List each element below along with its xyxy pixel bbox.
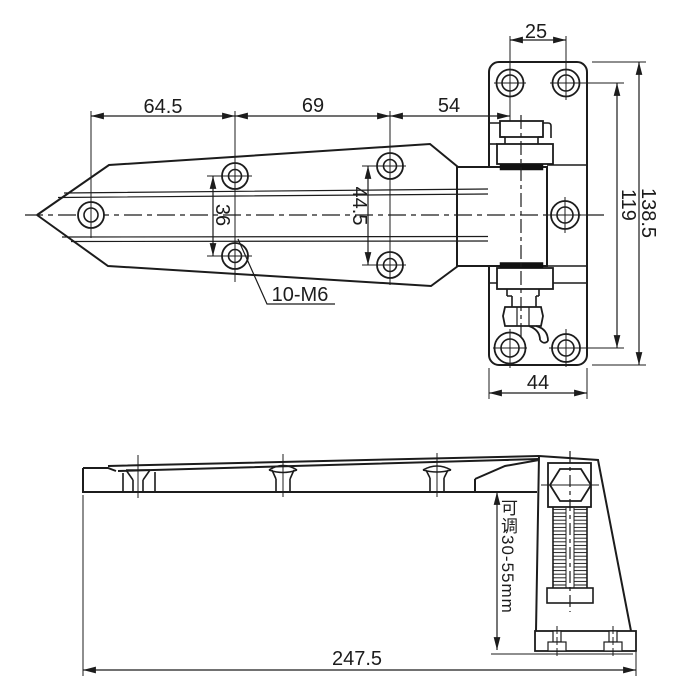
latch-hook: [528, 325, 549, 344]
dim-247-5-label: 247.5: [332, 648, 382, 670]
strap-rib-lines: [57, 188, 489, 243]
plate-step-upper: [489, 122, 552, 138]
screw-dome-right: [422, 453, 452, 497]
dim-119-label: 119: [617, 189, 639, 221]
hole-callout-label: 10-M6: [272, 284, 329, 306]
top-view: 64.5 69 54 25 138.5 119 36 44.5 44 10-M6: [25, 21, 659, 399]
dim-44-label: 44: [527, 372, 549, 394]
dim-138-5-label: 138.5: [637, 188, 659, 238]
bracket-base: [534, 630, 637, 652]
extension-lines: [90, 36, 646, 399]
plate-mid-section-edges: [547, 164, 587, 267]
screw-dome-mid: [268, 454, 298, 497]
adjustable-bracket: [534, 451, 637, 657]
callout-leader: [237, 238, 335, 305]
dim-36-label: 36: [211, 204, 233, 226]
lower-knuckle: [496, 267, 554, 344]
dim-54-label: 54: [438, 95, 460, 117]
screw-countersunk: [122, 455, 156, 498]
dim-25-label: 25: [525, 21, 547, 43]
bottom-view: 可调30-55mm 247.5: [82, 451, 637, 676]
hinge-leaf: [456, 166, 548, 267]
strap-side-outline: [82, 455, 540, 493]
bottom-extension-lines: [82, 495, 637, 676]
thread-right: [574, 508, 587, 588]
adjustable-note-container: 可调30-55mm: [499, 499, 517, 614]
adjustable-note-label: 可调30-55mm: [499, 499, 517, 614]
dim-69-label: 69: [302, 95, 324, 117]
adjustment-nut: [502, 306, 544, 327]
thread-left: [553, 508, 566, 588]
dimension-lines: [91, 36, 643, 397]
dim-64-5-label: 64.5: [144, 96, 183, 118]
strap-outline: [36, 142, 459, 288]
dim-44-5-label: 44.5: [348, 187, 370, 226]
